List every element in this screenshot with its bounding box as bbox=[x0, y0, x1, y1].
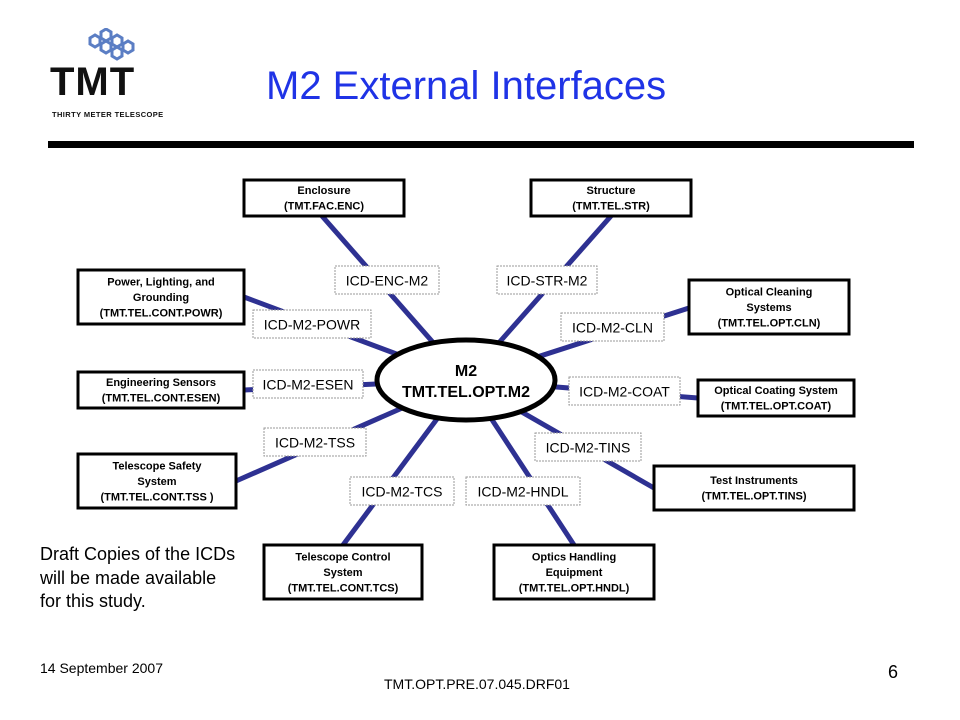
node-box-text: (TMT.TEL.CONT.POWR) bbox=[100, 307, 223, 319]
node-box-esen: Engineering Sensors (TMT.TEL.CONT.ESEN) bbox=[76, 370, 246, 410]
node-box-str: Structure (TMT.TEL.STR) bbox=[529, 178, 693, 218]
node-box-text: (TMT.TEL.OPT.CLN) bbox=[718, 317, 821, 329]
icd-label-text: ICD-M2-POWR bbox=[264, 317, 360, 333]
node-box-text: Power, Lighting, and bbox=[107, 276, 215, 288]
node-box-text: Telescope Safety bbox=[112, 460, 202, 472]
center-node-title: M2 bbox=[455, 363, 477, 380]
node-box-text: Structure bbox=[587, 185, 636, 197]
node-box-text: Optics Handling bbox=[532, 551, 616, 563]
node-box-text: Telescope Control bbox=[295, 551, 390, 563]
icd-label-text: ICD-STR-M2 bbox=[507, 273, 588, 289]
icd-label-text: ICD-M2-HNDL bbox=[478, 484, 569, 500]
node-box-text: Engineering Sensors bbox=[106, 377, 216, 389]
icd-label-hndl: ICD-M2-HNDL bbox=[465, 476, 581, 506]
node-box-text: (TMT.TEL.CONT.ESEN) bbox=[102, 393, 221, 405]
hexagon-segments-icon bbox=[88, 28, 135, 61]
page-number: 6 bbox=[888, 662, 899, 682]
node-box-text: System bbox=[137, 476, 176, 488]
icd-label-enc: ICD-ENC-M2 bbox=[334, 265, 440, 295]
icd-label-text: ICD-M2-TSS bbox=[275, 435, 355, 451]
node-box-text: Equipment bbox=[546, 567, 603, 579]
icd-label-tss: ICD-M2-TSS bbox=[263, 427, 367, 457]
tmt-logo: TMT THIRTY METER TELESCOPE bbox=[42, 28, 182, 123]
icd-label-text: ICD-M2-TINS bbox=[546, 440, 631, 456]
node-box-text: (TMT.TEL.OPT.HNDL) bbox=[519, 582, 630, 594]
icd-label-text: ICD-ENC-M2 bbox=[346, 273, 429, 289]
icd-label-text: ICD-M2-COAT bbox=[579, 384, 670, 400]
node-box-enc: Enclosure (TMT.FAC.ENC) bbox=[242, 178, 406, 218]
center-node-id: TMT.TEL.OPT.M2 bbox=[402, 384, 530, 401]
node-box-text: Enclosure bbox=[297, 185, 350, 197]
icd-label-esen: ICD-M2-ESEN bbox=[252, 369, 364, 399]
draft-note: Draft Copies of the ICDs will be made av… bbox=[40, 544, 236, 611]
logo-subtitle: THIRTY METER TELESCOPE bbox=[52, 110, 164, 119]
icd-label-text: ICD-M2-CLN bbox=[572, 320, 653, 336]
slide-title: M2 External Interfaces bbox=[266, 64, 667, 108]
icd-label-tcs: ICD-M2-TCS bbox=[349, 476, 455, 506]
node-box-text: (TMT.TEL.CONT.TCS) bbox=[288, 582, 399, 594]
logo-wordmark: TMT bbox=[50, 60, 136, 104]
footer-date: 14 September 2007 bbox=[40, 660, 163, 676]
icd-label-coat: ICD-M2-COAT bbox=[568, 376, 681, 406]
node-box-tins: Test Instruments (TMT.TEL.OPT.TINS) bbox=[652, 464, 856, 512]
footer-doc-id: TMT.OPT.PRE.07.045.DRF01 bbox=[384, 676, 570, 692]
node-box-text: (TMT.TEL.OPT.COAT) bbox=[721, 401, 832, 413]
node-box-text: Systems bbox=[746, 302, 791, 314]
title-divider bbox=[48, 141, 914, 148]
node-box-text: Test Instruments bbox=[710, 475, 798, 487]
icd-label-tins: ICD-M2-TINS bbox=[534, 432, 642, 462]
node-box-text: (TMT.TEL.OPT.TINS) bbox=[701, 491, 806, 503]
icd-label-powr: ICD-M2-POWR bbox=[252, 309, 372, 339]
node-box-text: (TMT.TEL.CONT.TSS ) bbox=[100, 491, 213, 503]
icd-label-text: ICD-M2-ESEN bbox=[262, 377, 353, 393]
node-box-coat: Optical Coating System (TMT.TEL.OPT.COAT) bbox=[696, 378, 856, 418]
node-box-text: Optical Cleaning bbox=[726, 286, 813, 298]
node-box-text: (TMT.FAC.ENC) bbox=[284, 201, 364, 213]
icd-label-str: ICD-STR-M2 bbox=[496, 265, 598, 295]
icd-label-cln: ICD-M2-CLN bbox=[560, 312, 665, 342]
node-box-text: Grounding bbox=[133, 292, 189, 304]
node-box-text: Optical Coating System bbox=[714, 385, 838, 397]
icd-label-text: ICD-M2-TCS bbox=[362, 484, 443, 500]
node-box-text: System bbox=[323, 567, 362, 579]
node-box-text: (TMT.TEL.STR) bbox=[572, 201, 650, 213]
